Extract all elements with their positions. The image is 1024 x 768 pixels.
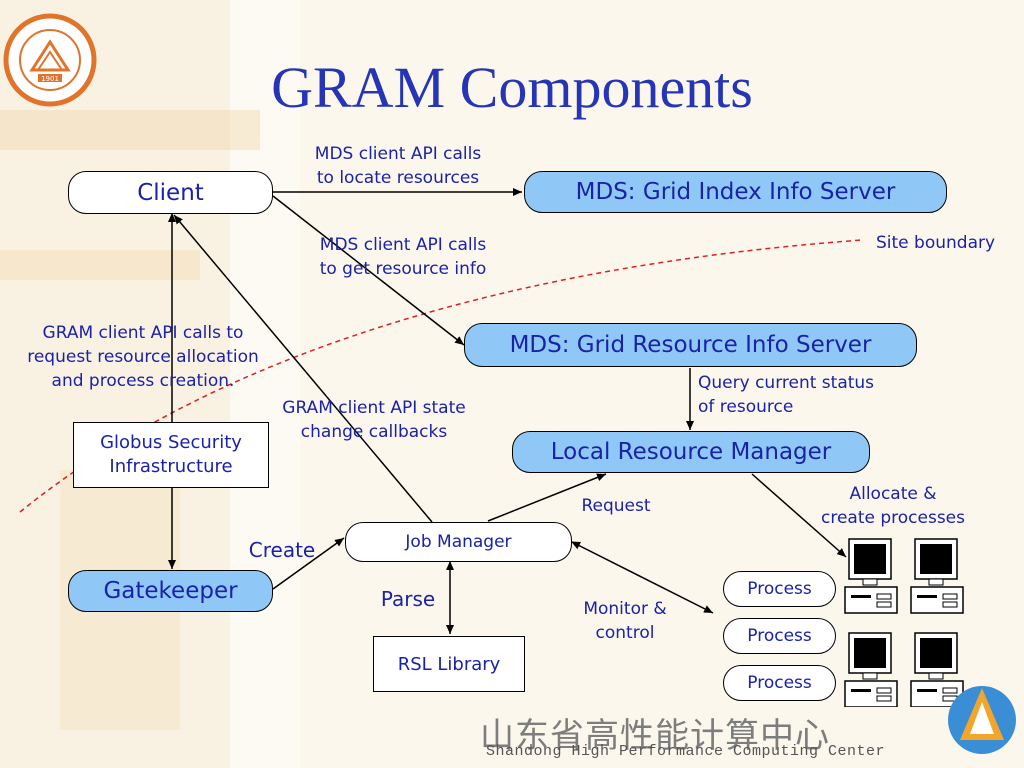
university-seal-logo: 1901 <box>3 13 97 107</box>
process-node-2: Process <box>723 618 836 654</box>
job-manager-node: Job Manager <box>345 522 572 562</box>
label-site-boundary: Site boundary <box>876 233 996 253</box>
label-parse: Parse <box>380 587 436 611</box>
computer-cluster-icons <box>844 538 964 707</box>
mds-resource-server-node: MDS: Grid Resource Info Server <box>464 323 917 367</box>
arrow-jobmanager-to-client <box>173 214 433 523</box>
hpc-center-logo <box>948 686 1016 754</box>
arrow-client-to-resource <box>272 195 465 346</box>
client-label: Client <box>137 179 204 206</box>
mds-index-server-node: MDS: Grid Index Info Server <box>524 171 947 213</box>
rsl-library-box: RSL Library <box>373 636 525 692</box>
gsi-label: Globus Security Infrastructure <box>100 432 242 477</box>
label-allocate-processes: Allocate & create processes <box>820 484 965 528</box>
arrow-lrm-to-computers <box>751 473 847 558</box>
computer-icon <box>844 538 898 614</box>
job-manager-label: Job Manager <box>405 532 512 552</box>
process-node-1: Process <box>723 571 836 607</box>
local-resource-manager-label: Local Resource Manager <box>550 439 832 465</box>
label-request: Request <box>581 496 651 516</box>
footer-chinese-name: 山东省高性能计算中心 <box>480 716 830 756</box>
seal-year: 1901 <box>41 75 59 83</box>
client-node: Client <box>68 171 273 214</box>
computer-icon <box>910 538 964 614</box>
local-resource-manager-node: Local Resource Manager <box>512 431 870 473</box>
arrow-jobmanager-to-lrm <box>487 473 607 522</box>
arrow-jobmanager-process <box>571 541 714 614</box>
computer-icon <box>844 632 898 707</box>
mds-index-server-label: MDS: Grid Index Info Server <box>575 179 896 205</box>
page-title: GRAM Components <box>271 55 753 120</box>
process-label: Process <box>747 626 812 646</box>
gatekeeper-node: Gatekeeper <box>68 570 273 612</box>
arrow-gatekeeper-to-jobmanager <box>272 537 345 590</box>
gatekeeper-label: Gatekeeper <box>103 578 238 604</box>
process-label: Process <box>747 579 812 599</box>
gsi-box: Globus Security Infrastructure <box>73 422 269 488</box>
label-query-status: Query current status of resource <box>698 373 875 417</box>
process-label: Process <box>747 673 812 693</box>
footer-english-name: Shandong High Performance Computing Cent… <box>486 743 886 760</box>
rsl-library-label: RSL Library <box>397 653 501 675</box>
mds-resource-server-label: MDS: Grid Resource Info Server <box>509 332 872 358</box>
process-node-3: Process <box>723 665 836 701</box>
label-create: Create <box>248 538 316 562</box>
label-get-resource-info: MDS client API calls to get resource inf… <box>319 235 487 279</box>
label-gram-request: GRAM client API calls to request resourc… <box>27 323 259 391</box>
label-monitor-control: Monitor & control <box>583 599 667 643</box>
label-state-callbacks: GRAM client API state change callbacks <box>282 398 466 442</box>
label-locate-resources: MDS client API calls to locate resources <box>314 144 482 188</box>
site-boundary-line <box>19 239 863 513</box>
